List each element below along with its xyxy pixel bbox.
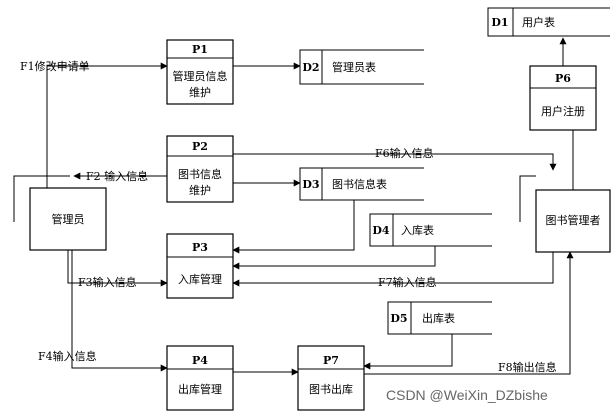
- store-d2: D2 管理员表: [299, 49, 424, 85]
- process-p2: P2 图书信息 维护: [166, 135, 234, 203]
- process-p3-id: P3: [192, 241, 208, 254]
- flow-f3-line: [67, 250, 168, 287]
- flow-f1-label: F1修改申请单: [20, 59, 90, 73]
- process-p2-id: P2: [192, 140, 208, 153]
- flow-d4-p3: [232, 246, 436, 270]
- store-d5: D5 出库表: [387, 301, 492, 335]
- watermark: CSDN @WeiXin_DZbishe: [386, 387, 548, 403]
- entity-librarian: 图书管理者: [535, 189, 611, 253]
- process-p7-line1: 图书出库: [309, 382, 353, 396]
- process-p1-line2: 维护: [189, 85, 211, 99]
- flow-f1-line: [46, 62, 168, 188]
- process-p2-line2: 维护: [189, 183, 211, 197]
- entity-librarian-label: 图书管理者: [546, 213, 601, 227]
- flow-f4-line: [71, 250, 168, 372]
- store-d3-name: 图书信息表: [332, 177, 387, 191]
- store-d3: D3 图书信息表: [299, 167, 424, 201]
- process-p4-id: P4: [192, 354, 208, 367]
- process-p4: P4 出库管理: [166, 345, 234, 411]
- flow-d5-p7: [363, 334, 453, 370]
- entity-admin-label: 管理员: [52, 212, 85, 226]
- process-p7: P7 图书出库: [297, 345, 365, 411]
- store-d2-name: 管理员表: [332, 60, 376, 74]
- process-p2-line1: 图书信息: [178, 167, 222, 181]
- flow-f6-label: F6输入信息: [375, 146, 434, 160]
- process-p6-id: P6: [555, 72, 571, 85]
- process-p6-line1: 用户注册: [541, 104, 585, 118]
- process-p1-id: P1: [192, 43, 208, 56]
- process-p1-line1: 管理员信息: [173, 69, 228, 83]
- store-d4-name: 入库表: [401, 223, 434, 237]
- flow-f8-label: F8输出信息: [498, 360, 557, 374]
- process-p3: P3 入库管理: [166, 233, 234, 299]
- store-d5-name: 出库表: [422, 311, 455, 325]
- flow-d3-p3: [232, 200, 355, 254]
- store-d4-id: D4: [372, 224, 390, 237]
- store-d5-id: D5: [390, 312, 407, 325]
- flow-f8-line: [364, 251, 574, 375]
- process-p1: P1 管理员信息 维护: [166, 39, 234, 105]
- store-d1-id: D1: [491, 16, 508, 29]
- flow-f7-line: [232, 252, 554, 287]
- flow-f2-label: F2 输入信息: [86, 169, 148, 183]
- entity-admin: 管理员: [29, 187, 107, 251]
- process-p3-line1: 入库管理: [178, 272, 222, 286]
- flow-f2-return: [13, 175, 70, 222]
- flow-f6-line: [233, 153, 557, 171]
- flow-f3-label: F3输入信息: [78, 275, 137, 289]
- flow-f4-label: F4输入信息: [38, 349, 97, 363]
- store-d2-id: D2: [302, 61, 319, 74]
- store-d1-name: 用户表: [522, 15, 555, 29]
- store-d4: D4 入库表: [369, 213, 492, 247]
- process-p7-id: P7: [323, 354, 339, 367]
- process-p4-line1: 出库管理: [178, 382, 222, 396]
- store-d3-id: D3: [302, 178, 319, 191]
- flow-f7-label: F7输入信息: [378, 275, 437, 289]
- process-p6: P6 用户注册: [529, 65, 597, 131]
- store-d1: D1 用户表: [487, 7, 610, 37]
- flow-librarian-stub: [519, 175, 536, 222]
